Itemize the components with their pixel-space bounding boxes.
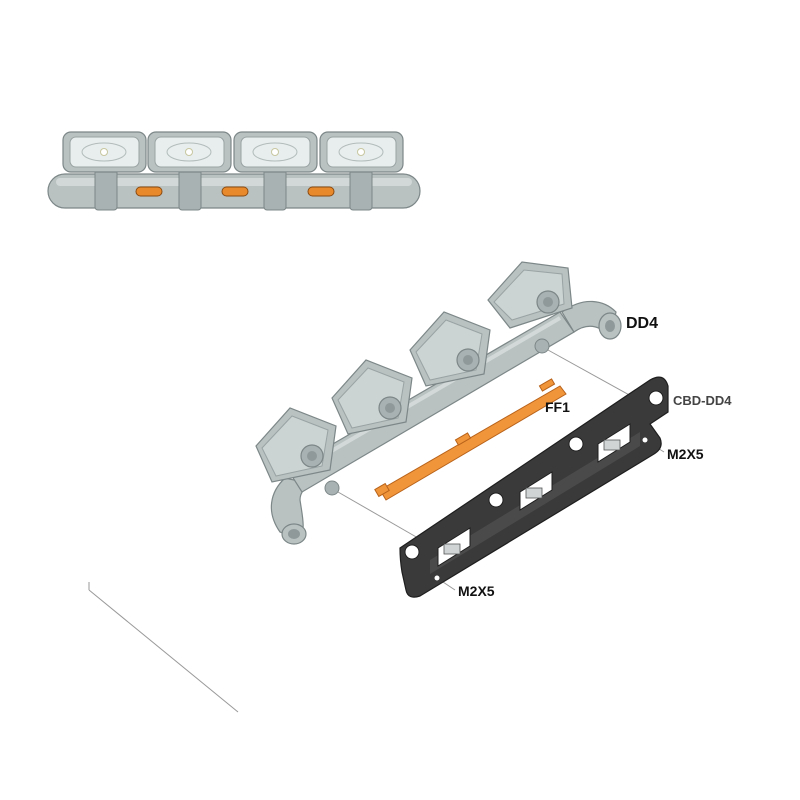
bracket-screw-hole [404, 544, 420, 560]
lamp-housing [255, 407, 337, 483]
bracket-block [443, 543, 461, 555]
screw-point [434, 575, 440, 581]
mount-stem [349, 165, 373, 211]
mount-stem [263, 165, 287, 211]
part-label-light-bar: DD4 [626, 315, 659, 332]
mount-boss [534, 338, 550, 354]
lamp-housing [409, 311, 491, 387]
right-end-hole [605, 320, 615, 332]
lamp-housing [147, 131, 232, 173]
lamp-housing [62, 131, 147, 173]
amber-marker [135, 186, 163, 197]
mount-boss [324, 480, 340, 496]
bracket-block [603, 439, 621, 451]
bracket-block [525, 487, 543, 499]
screw-point [642, 437, 648, 443]
tube-highlight [290, 316, 562, 476]
lamp-housing [331, 359, 413, 435]
exploded-view [88, 261, 669, 713]
light-strip-ff1 [374, 378, 567, 501]
lamp-housing [319, 131, 404, 173]
screw-label-left: M2X5 [458, 583, 495, 599]
left-end-hole [288, 529, 300, 539]
bracket-screw-hole [488, 492, 504, 508]
mount-stem [178, 165, 202, 211]
tube-highlight [56, 178, 412, 186]
mount-stem [94, 165, 118, 211]
bracket-slot-face [430, 432, 640, 574]
mounting-bracket-cbd-dd4 [399, 376, 669, 598]
amber-marker [221, 186, 249, 197]
lamp-housing [233, 131, 318, 173]
assembled-light-bar-view [47, 131, 421, 211]
lamp-housing [487, 261, 573, 329]
screw-label-right: M2X5 [667, 446, 704, 462]
bracket-screw-hole [568, 436, 584, 452]
part-label-strip: FF1 [545, 399, 570, 415]
bracket-screw-hole [648, 390, 664, 406]
part-label-bracket: CBD-DD4 [673, 393, 732, 408]
light-bar-dd4 [255, 261, 622, 545]
amber-marker [307, 186, 335, 197]
